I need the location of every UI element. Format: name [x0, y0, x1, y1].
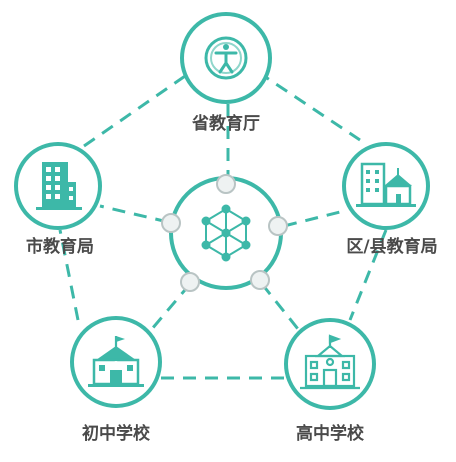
node-middleschool[interactable]	[70, 316, 162, 408]
node-label-middleschool: 初中学校	[82, 424, 150, 444]
edge-provincial-district	[257, 70, 361, 142]
junction-dot-bottom-right	[250, 270, 270, 290]
spoke-highschool	[260, 283, 304, 335]
edge-district-highschool	[348, 229, 388, 321]
high-school-building-icon	[300, 334, 360, 390]
node-city[interactable]	[14, 142, 102, 230]
pedestrian-sign-icon	[204, 36, 248, 80]
edge-city-provincial	[83, 72, 189, 148]
spoke-district	[283, 208, 349, 228]
spoke-middleschool	[144, 283, 192, 337]
node-label-highschool: 高中学校	[296, 424, 364, 444]
node-provincial[interactable]	[180, 12, 272, 104]
government-building-icon	[356, 162, 416, 207]
center-hub	[161, 174, 288, 292]
connector-lines	[58, 70, 388, 380]
middle-school-building-icon	[88, 336, 144, 387]
node-label-city: 市教育局	[26, 237, 94, 257]
node-highschool[interactable]	[284, 318, 376, 410]
junction-dot-bottom-left	[180, 272, 200, 292]
node-label-district: 区/县教育局	[346, 237, 438, 257]
network-hub-icon	[201, 204, 251, 262]
office-tower-icon	[36, 162, 82, 210]
junction-dot-right	[268, 216, 288, 236]
node-district[interactable]	[342, 142, 430, 230]
edge-middleschool-city	[58, 229, 80, 321]
junction-dot-left	[161, 213, 181, 233]
junction-dot-top	[216, 174, 236, 194]
node-label-provincial: 省教育厅	[192, 114, 260, 134]
spoke-city	[99, 204, 169, 224]
